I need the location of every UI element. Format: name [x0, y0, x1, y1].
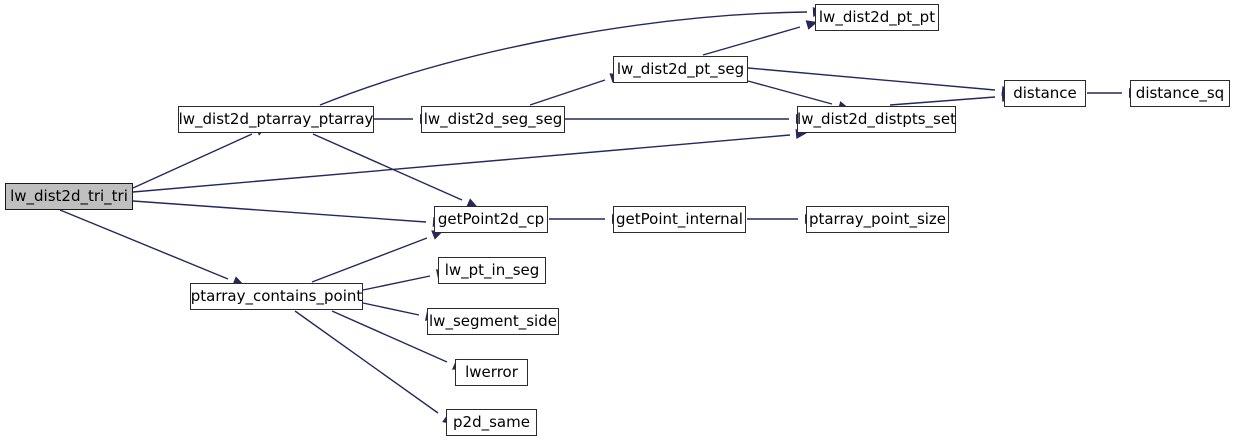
graph-node-label: ptarray_point_size [808, 209, 947, 228]
graph-edge-lw_dist2d_ptarray_ptarray-to-getPoint2d_cp [312, 133, 479, 208]
graph-node-label: lwerror [465, 362, 518, 381]
graph-node-label: getPoint2d_cp [437, 209, 545, 228]
graph-node-lw_segment_side[interactable]: lw_segment_side [427, 308, 559, 335]
graph-edge-lw_dist2d_tri_tri-to-getPoint2d_cp [132, 200, 444, 227]
graph-node-label: lw_dist2d_pt_pt [818, 7, 936, 26]
graph-edge-lw_dist2d_seg_seg-to-lw_dist2d_pt_seg [529, 73, 622, 106]
graph-node-lw_dist2d_pt_seg[interactable]: lw_dist2d_pt_seg [613, 56, 748, 83]
graph-node-label: lw_dist2d_pt_seg [616, 59, 745, 78]
graph-node-label: ptarray_contains_point [190, 286, 363, 305]
graph-edge-lw_dist2d_seg_seg-to-lw_dist2d_distpts_set [565, 114, 807, 124]
graph-edge-lw_dist2d_tri_tri-to-lw_dist2d_distpts_set [132, 129, 807, 193]
graph-node-label: distance [1013, 83, 1077, 102]
graph-node-label: getPoint_internal [616, 209, 743, 228]
graph-node-label: lw_dist2d_ptarray_ptarray [178, 109, 374, 128]
graph-node-lw_pt_in_seg[interactable]: lw_pt_in_seg [438, 257, 546, 284]
graph-edge-lw_dist2d_ptarray_ptarray-to-lw_dist2d_pt_pt [319, 7, 824, 106]
graph-edge-lw_dist2d_pt_seg-to-distance [747, 67, 1013, 96]
graph-edge-lw_dist2d_pt_seg-to-lw_dist2d_pt_pt [702, 20, 818, 56]
graph-node-p2d_same[interactable]: p2d_same [446, 409, 537, 436]
graph-node-lw_dist2d_pt_pt[interactable]: lw_dist2d_pt_pt [815, 4, 939, 31]
graph-node-label: distance_sq [1135, 83, 1225, 102]
graph-node-label: lw_dist2d_distpts_set [797, 109, 956, 128]
graph-node-lw_dist2d_tri_tri[interactable]: lw_dist2d_tri_tri [5, 183, 133, 210]
graph-node-lwerror[interactable]: lwerror [455, 359, 528, 386]
graph-edge-lw_dist2d_distpts_set-to-distance [889, 92, 1013, 106]
graph-node-lw_dist2d_distpts_set[interactable]: lw_dist2d_distpts_set [797, 106, 956, 133]
graph-node-label: lw_pt_in_seg [444, 260, 540, 279]
graph-node-label: p2d_same [453, 412, 530, 431]
graph-node-label: lw_dist2d_tri_tri [10, 186, 128, 205]
graph-node-lw_dist2d_ptarray_ptarray[interactable]: lw_dist2d_ptarray_ptarray [178, 106, 374, 133]
graph-node-getPoint2d_cp[interactable]: getPoint2d_cp [434, 206, 548, 233]
graph-node-getPoint_internal[interactable]: getPoint_internal [613, 206, 746, 233]
graph-node-label: lw_dist2d_seg_seg [423, 109, 563, 128]
graph-node-ptarray_point_size[interactable]: ptarray_point_size [806, 206, 949, 233]
graph-edge-getPoint2d_cp-to-getPoint_internal [549, 214, 623, 224]
graph-node-ptarray_contains_point[interactable]: ptarray_contains_point [190, 283, 363, 310]
graph-edge-ptarray_contains_point-to-lw_pt_in_seg [362, 269, 448, 291]
graph-edge-ptarray_contains_point-to-getPoint2d_cp [311, 230, 444, 283]
graph-node-lw_dist2d_seg_seg[interactable]: lw_dist2d_seg_seg [421, 106, 565, 133]
graph-node-distance_sq[interactable]: distance_sq [1130, 80, 1230, 107]
graph-edge-lw_dist2d_tri_tri-to-ptarray_contains_point [59, 209, 245, 286]
graph-node-label: lw_segment_side [429, 311, 557, 330]
graph-node-distance[interactable]: distance [1004, 80, 1086, 107]
